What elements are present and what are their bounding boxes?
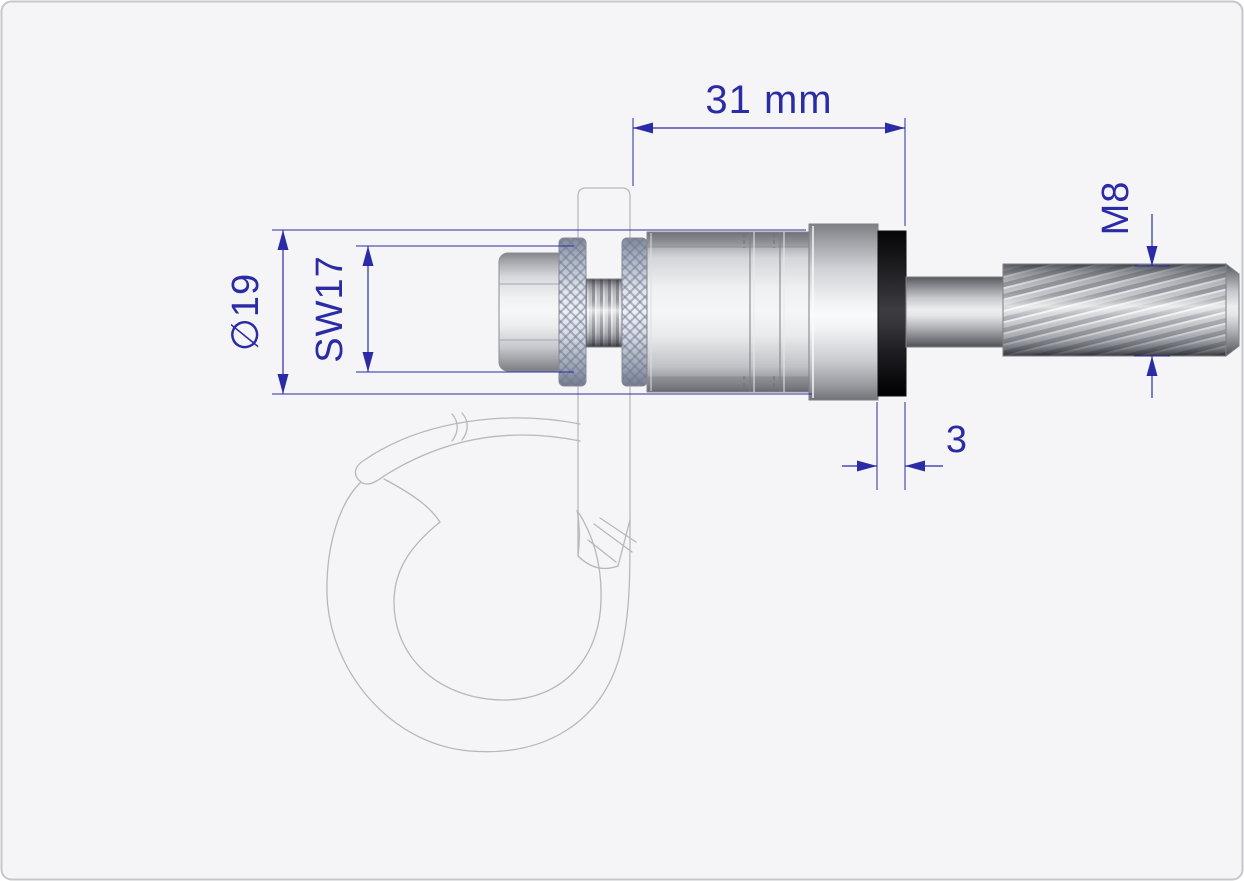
arrow-left: [633, 122, 653, 134]
knurled-body: [646, 231, 810, 393]
shaft: [905, 276, 1004, 348]
dim-wrench-size-label: SW17: [309, 255, 351, 362]
serrated-washer-right: [621, 237, 648, 387]
hook-outline: [326, 187, 637, 753]
dimension-body-length: 31 mm: [632, 78, 906, 226]
rod-end-chamfer: [1225, 262, 1240, 358]
dim-ring-width-label: 3: [946, 419, 968, 461]
arrow-top: [277, 230, 289, 250]
lip-notch-1: [451, 413, 458, 442]
arrow-top: [362, 246, 374, 266]
rubber-ring: [877, 230, 907, 397]
dimension-ring-width: 3: [842, 402, 968, 490]
dim-outer-diameter-label: ∅19: [225, 273, 267, 351]
arrow-bottom: [277, 374, 289, 394]
dimension-wrench-size: SW17: [309, 245, 574, 373]
arrow-left-tip: [905, 460, 925, 472]
arrow-up: [1146, 356, 1158, 376]
bend-detail-1: [593, 523, 633, 553]
hook-lip-bottom: [383, 434, 581, 477]
threaded-stud: [585, 278, 623, 348]
hook-lip-top: [365, 417, 581, 460]
threaded-rod: [1002, 262, 1240, 358]
dim-body-length-label: 31 mm: [705, 78, 832, 122]
hook-inner-wall: [383, 478, 602, 701]
dimension-thread: M8: [1095, 181, 1170, 398]
dimension-outer-diameter: ∅19: [225, 229, 812, 395]
hex-nut: [498, 252, 567, 372]
mounting-plate: [577, 187, 631, 557]
flange-sleeve: [808, 223, 879, 401]
arrow-bottom: [362, 352, 374, 372]
fastener-assembly: [498, 223, 1240, 401]
dim-thread-label: M8: [1095, 181, 1137, 236]
arrow-right: [885, 122, 905, 134]
arrow-down: [1146, 246, 1158, 266]
hook-outer-wall: [326, 481, 631, 753]
lip-notch-2: [461, 412, 468, 441]
arrow-right-tip: [857, 460, 877, 472]
serrated-washer-left: [558, 237, 587, 387]
